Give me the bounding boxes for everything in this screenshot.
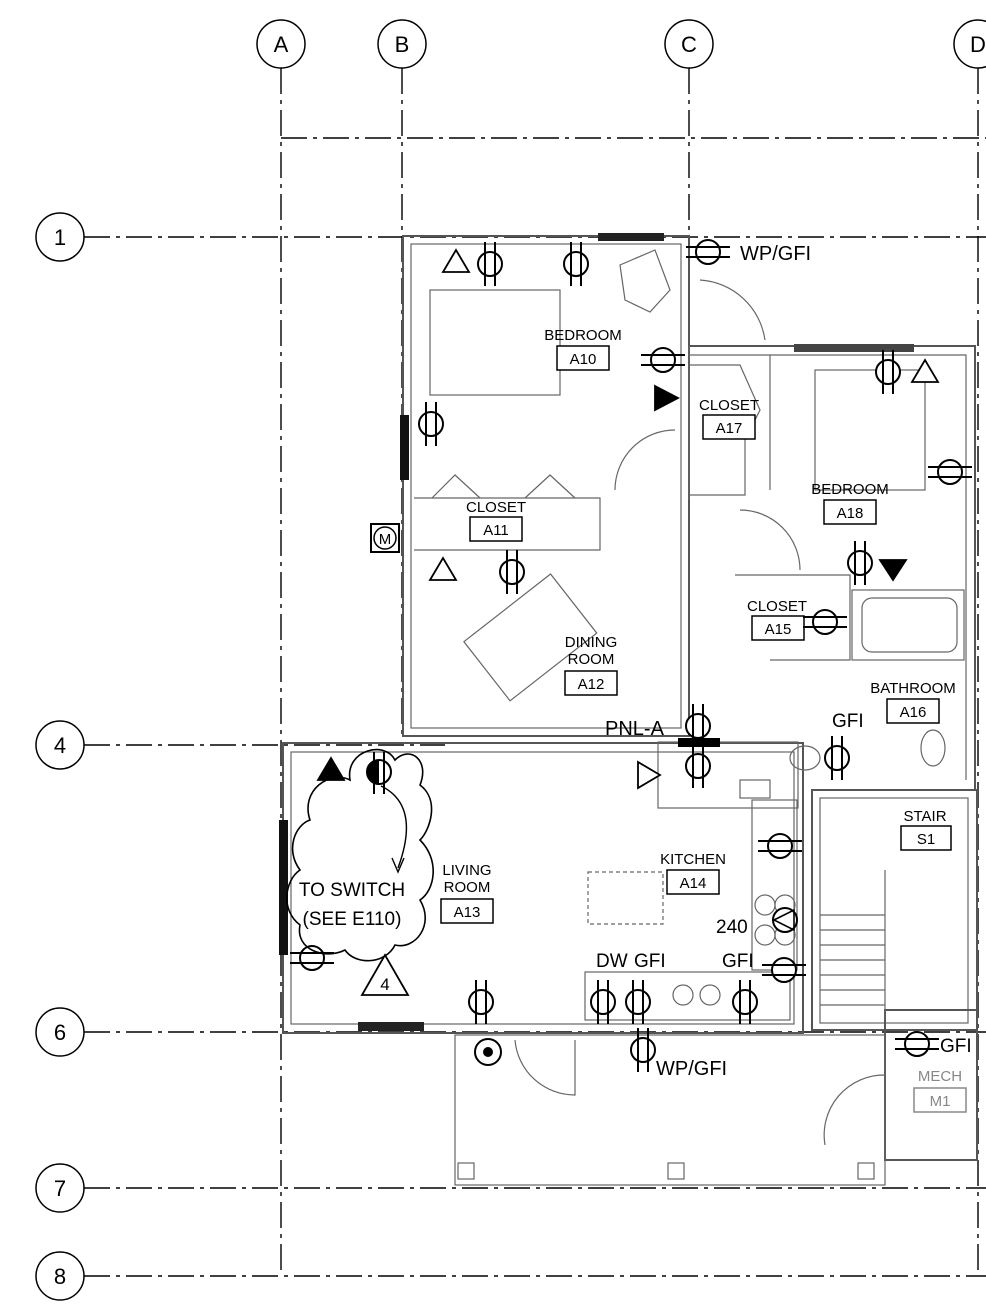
grid-lines (84, 68, 986, 1277)
room-kitchen-a14: KITCHEN A14 (660, 851, 726, 895)
revision-cloud (286, 748, 434, 962)
svg-text:S1: S1 (917, 831, 935, 848)
room-mech-m1: MECH M1 (913, 1068, 967, 1113)
grid-bubble-7: 7 (35, 1163, 85, 1213)
svg-text:M: M (379, 531, 392, 548)
ceiling-light-icon (474, 1038, 502, 1066)
duplex-receptacle-icons (290, 239, 972, 1072)
panel-label: PNL-A (605, 718, 665, 740)
room-bathroom-a16: BATHROOM A16 (870, 680, 956, 724)
grid-bubble-4: 4 (35, 720, 85, 770)
grid-bubble-6: 6 (35, 1007, 85, 1057)
gfi-counter-left-label: GFI (634, 951, 666, 972)
svg-text:CLOSET: CLOSET (747, 598, 807, 615)
grid-bubble-1: 1 (35, 212, 85, 262)
range-outlet-icon (772, 907, 798, 933)
svg-text:8: 8 (54, 1264, 66, 1289)
grid-bubble-c: C (664, 19, 714, 69)
svg-text:A17: A17 (716, 420, 743, 437)
cloud-note-line1: TO SWITCH (299, 880, 405, 901)
svg-text:A: A (274, 32, 289, 57)
wp-gfi-label: WP/GFI (740, 243, 811, 265)
svg-text:1: 1 (54, 225, 66, 250)
svg-text:BEDROOM: BEDROOM (811, 481, 889, 498)
gfi-bath-label: GFI (832, 711, 864, 732)
grid-bubble-8: 8 (35, 1251, 85, 1301)
grid-bubble-a: A (256, 19, 306, 69)
svg-text:B: B (395, 32, 410, 57)
svg-text:M1: M1 (930, 1093, 951, 1110)
svg-text:CLOSET: CLOSET (699, 397, 759, 414)
gfi-mech-label: GFI (940, 1036, 972, 1057)
svg-text:DINING: DINING (565, 634, 618, 651)
svg-text:7: 7 (54, 1176, 66, 1201)
svg-text:A12: A12 (578, 676, 605, 693)
svg-text:6: 6 (54, 1020, 66, 1045)
room-closet-a11: CLOSET A11 (466, 499, 526, 542)
svg-text:LIVING: LIVING (442, 862, 491, 879)
svg-text:A18: A18 (837, 505, 864, 522)
room-bedroom-a18: BEDROOM A18 (811, 481, 889, 525)
svg-text:CLOSET: CLOSET (466, 499, 526, 516)
svg-text:ROOM: ROOM (444, 879, 491, 896)
room-bedroom-a10: BEDROOM A10 (544, 327, 622, 371)
svg-text:D: D (970, 32, 986, 57)
svg-text:A10: A10 (570, 351, 597, 368)
range-240-label: 240 (716, 917, 748, 938)
svg-text:A15: A15 (765, 621, 792, 638)
revision-delta: 4 (360, 953, 410, 996)
room-closet-a15: CLOSET A15 (747, 598, 807, 641)
cloud-note-line2: (SEE E110) (303, 909, 402, 930)
svg-text:A11: A11 (483, 522, 509, 539)
grid-bubble-b: B (377, 19, 427, 69)
svg-text:4: 4 (380, 975, 389, 994)
svg-text:A16: A16 (900, 704, 927, 721)
half-switched-receptacle-icon (366, 752, 392, 794)
room-dining-a12: DINING ROOM A12 (564, 634, 618, 696)
svg-text:A13: A13 (454, 904, 481, 921)
svg-text:A14: A14 (680, 875, 707, 892)
svg-text:4: 4 (54, 733, 66, 758)
wp-gfi-porch-label: WP/GFI (656, 1058, 727, 1080)
svg-text:STAIR: STAIR (903, 808, 946, 825)
dw-label: DW (596, 951, 628, 972)
svg-text:KITCHEN: KITCHEN (660, 851, 726, 868)
gfi-counter-right-label: GFI (722, 951, 754, 972)
svg-text:MECH: MECH (918, 1068, 962, 1085)
room-living-a13: LIVING ROOM A13 (440, 862, 494, 924)
building-walls (279, 233, 978, 1186)
communication-outlet-icons (316, 248, 940, 790)
room-stair-s1: STAIR S1 (900, 808, 952, 851)
svg-text:C: C (681, 32, 697, 57)
svg-text:ROOM: ROOM (568, 651, 615, 668)
room-closet-a17: CLOSET A17 (699, 397, 759, 440)
svg-text:BEDROOM: BEDROOM (544, 327, 622, 344)
svg-text:BATHROOM: BATHROOM (870, 680, 956, 697)
grid-bubble-d: D (953, 19, 986, 69)
meter-icon: M (370, 523, 400, 553)
panel-pnl-a (678, 738, 720, 747)
